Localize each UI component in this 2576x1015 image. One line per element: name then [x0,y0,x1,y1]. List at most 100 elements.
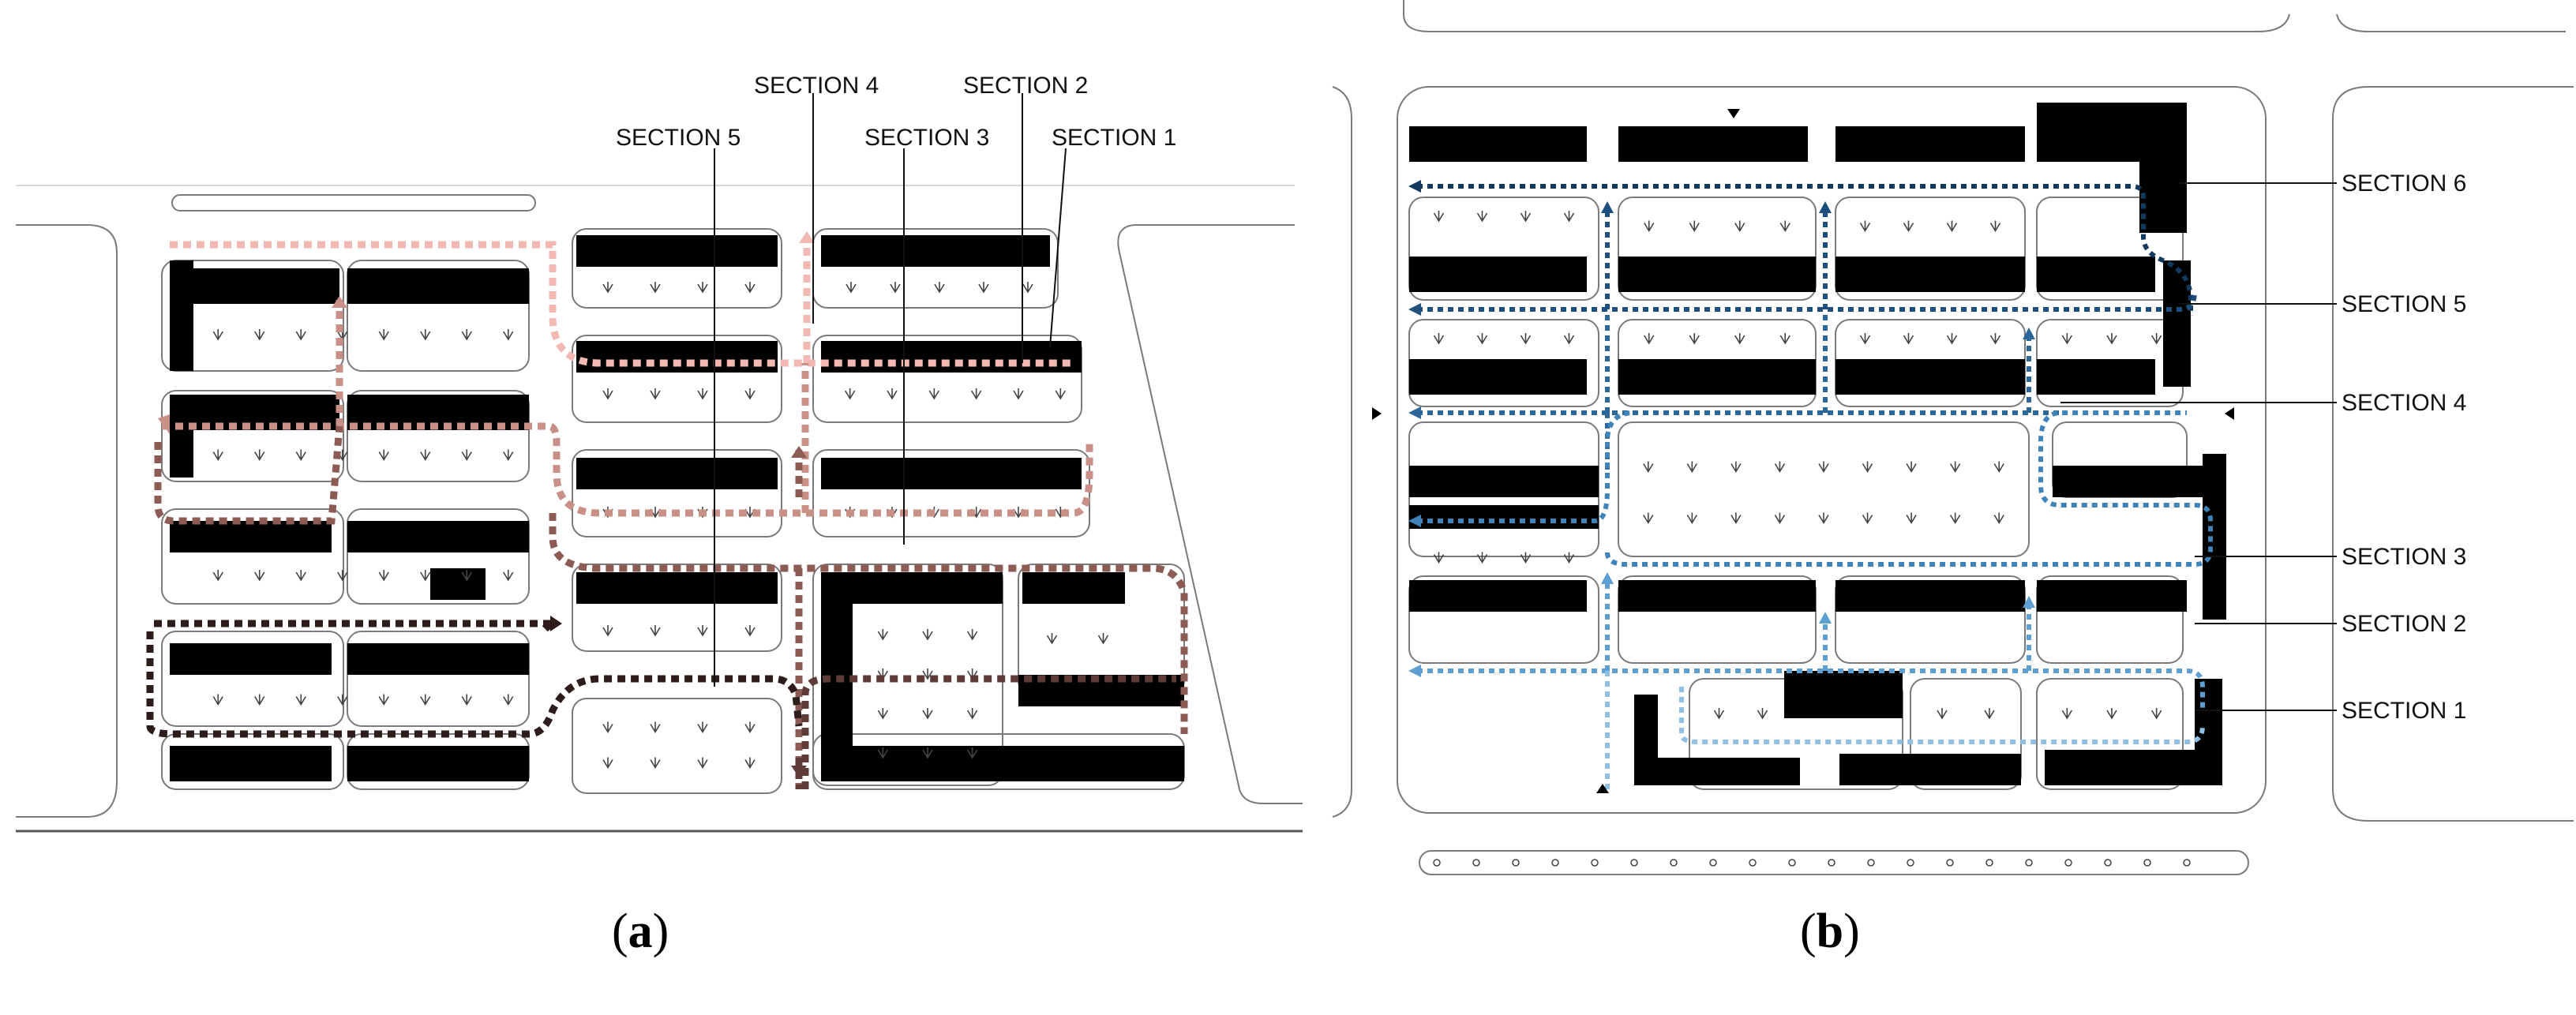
building [1835,257,2025,292]
block-outline [572,228,782,309]
tree-symbol [934,282,945,294]
tree-symbol [966,629,978,641]
building [2045,750,2195,785]
tree-symbol [295,449,306,462]
tree-symbol [1993,461,2004,474]
block-outline [812,335,1082,423]
tree-symbol [1689,333,1700,345]
building [2037,103,2139,162]
panel-a-label-section-4: SECTION 4 [754,73,879,99]
street-lamp-symbol [1867,859,1875,867]
tree-symbol [650,282,661,294]
street-lamp-symbol [1709,859,1717,867]
street-lamp-symbol [2025,859,2033,867]
building [1409,257,1587,292]
building [170,268,339,304]
panel-a-label-section-5: SECTION 5 [616,125,741,151]
tree-symbol [461,694,472,706]
building [2037,359,2155,395]
tree-symbol [1686,512,1698,525]
tree-symbol [1055,388,1067,400]
tree-symbol [1906,461,1917,474]
tree-symbol [295,694,306,706]
panel-b-label-section-5: SECTION 5 [2342,291,2466,317]
tree-symbol [1563,333,1575,345]
building [1409,126,1587,162]
tree-symbol [1993,512,2004,525]
panel-b-label-section-3: SECTION 3 [2342,544,2466,570]
tree-symbol [602,625,613,637]
tree-symbol [1906,512,1917,525]
tree-symbol [650,388,661,400]
route-section-4-b [1417,312,2060,474]
building [821,746,1184,781]
panel-b-routes [1408,180,2213,789]
tree-symbol [697,757,708,770]
tree-symbol [1520,552,1532,564]
tree-symbol [1022,282,1033,294]
panel-a-site-plan: SECTION 4 SECTION 2 SECTION 5 SECTION 3 … [16,73,1303,958]
tree-symbol [970,388,982,400]
tree-symbol [928,388,940,400]
block-outline [2036,197,2184,301]
street-lamp-symbol [1788,859,1796,867]
tree-symbol [212,449,223,462]
building [576,572,778,604]
building [576,235,778,267]
tree-symbol [503,694,514,706]
building [170,260,193,371]
building [1658,758,1800,785]
tree-symbol [2150,333,2162,345]
route-section-5-a [146,620,803,738]
tree-symbol [877,629,889,641]
tree-symbol [378,449,389,462]
tree-symbol [1730,461,1742,474]
street-lamp-symbol [1670,859,1678,867]
tree-symbol [254,694,265,706]
block-outline [347,390,530,482]
route-section-3-b [1417,410,2213,567]
tree-symbol [844,388,856,400]
tree-symbol [744,757,756,770]
tree-symbol [922,708,933,720]
route-section-6-b [1417,184,2193,316]
panel-b-section-leaders [2060,182,2337,711]
tree-symbol [254,570,265,582]
panel-a-label-section-2: SECTION 2 [963,73,1088,99]
building [1618,580,1816,612]
building [1409,505,1599,529]
tree-symbol [420,449,431,462]
tree-symbol [966,708,978,720]
tree-symbol [420,329,431,341]
tree-symbol [1989,333,2001,345]
block-outline [347,631,530,727]
tree-symbol [1563,211,1575,223]
tree-symbol [1903,333,1914,345]
panel-a-blocks [161,228,1185,794]
block-outline [347,508,530,605]
street-lamp-symbol [2064,859,2072,867]
tree-symbol [2150,708,2162,720]
panel-a-streets [16,185,1303,833]
tree-symbol [1984,708,1995,720]
block-outline [572,335,782,423]
block-outline [812,449,1090,537]
tree-symbol [1013,388,1024,400]
tree-symbol [2106,708,2117,720]
tree-symbol [697,388,708,400]
tree-symbol [503,329,514,341]
building [170,643,332,675]
tree-symbol [877,747,889,759]
block-outline [1618,575,1817,664]
tree-symbol [602,388,613,400]
tree-symbol [420,694,431,706]
street-lamp-symbol [1828,859,1835,867]
tree-symbol [378,329,389,341]
tree-symbol [1730,512,1742,525]
building [2053,466,2203,497]
entrance-marker-left [1372,407,1382,420]
tree-symbol [1989,220,2001,233]
tree-symbol [602,757,613,770]
tree-symbol [1046,633,1058,645]
tree-symbol [1644,333,1655,345]
